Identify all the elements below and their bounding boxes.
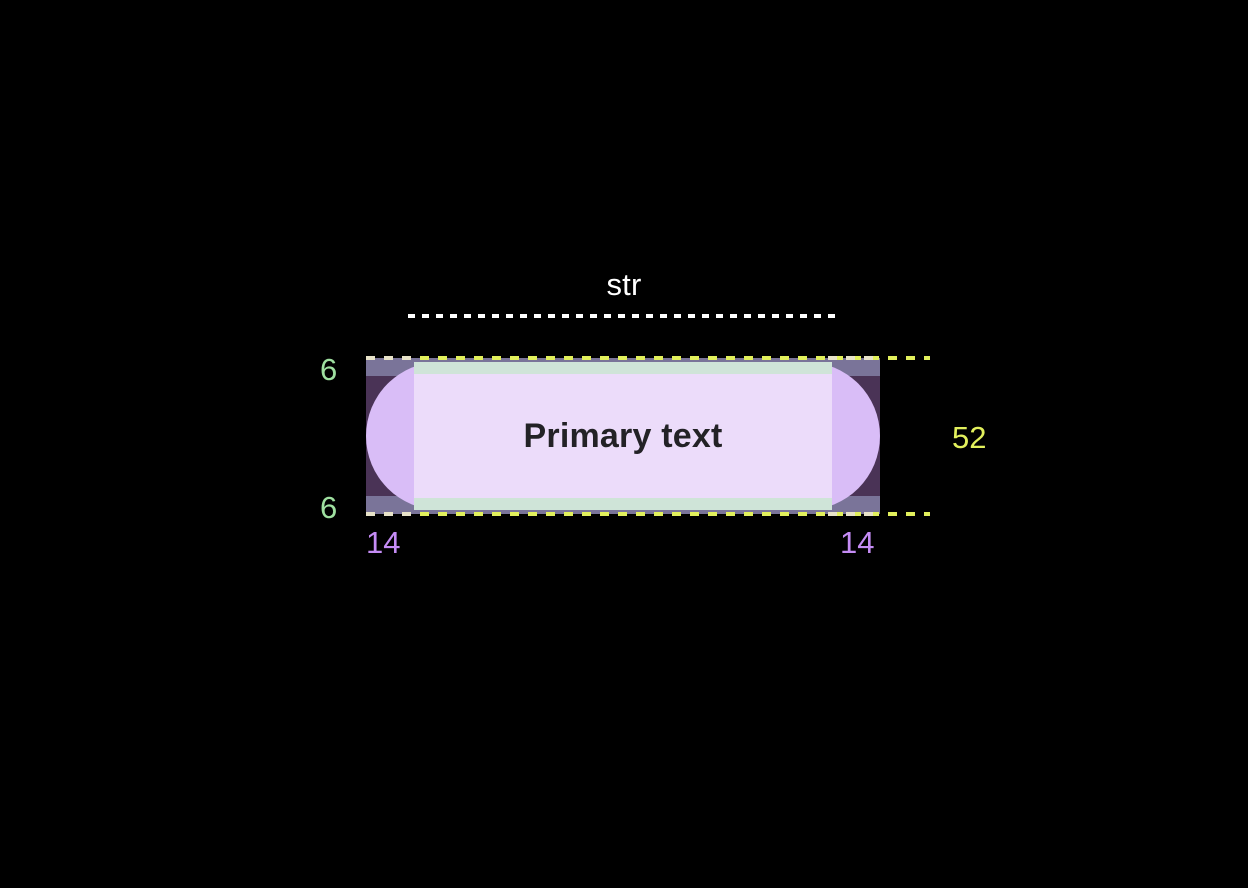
width-annotation-dashed-line (408, 314, 840, 318)
height-value: 52 (952, 420, 987, 455)
padding-guide-top-left (366, 356, 418, 360)
height-guide-top (366, 356, 930, 360)
padding-bottom-value: 6 (320, 490, 338, 525)
padding-right-value: 14 (840, 525, 875, 560)
padding-left-value: 14 (366, 525, 401, 560)
padding-guide-top-right (828, 356, 882, 360)
content-box (414, 374, 832, 498)
height-guide-bottom (366, 512, 930, 516)
primary-button-label: Primary text (523, 416, 723, 455)
width-annotation-label: str (606, 267, 642, 302)
padding-guide-bottom-right (828, 512, 882, 516)
padding-guide-bottom-left (366, 512, 418, 516)
padding-top-value: 6 (320, 352, 338, 387)
